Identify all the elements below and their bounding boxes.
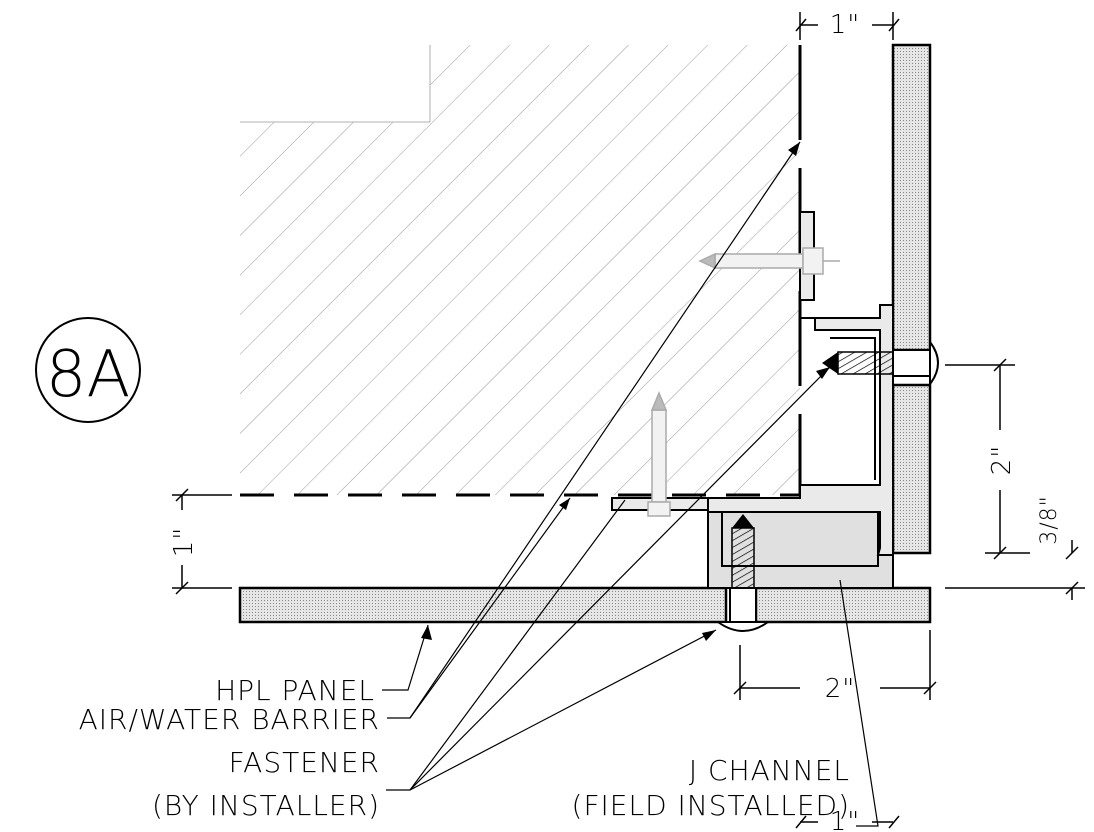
leader-arrowheads [421, 142, 830, 641]
dim-right: 2" [987, 445, 1017, 476]
fastener-screw-bottom [714, 514, 772, 632]
leader-lines [382, 141, 879, 827]
label-field-installed: (FIELD INSTALLED) [572, 789, 850, 822]
label-air-water-barrier: AIR/WATER BARRIER [79, 703, 380, 736]
label-by-installer: (BY INSTALLER) [152, 789, 380, 822]
dimension-lines [172, 12, 1085, 829]
substrate-wall [240, 45, 800, 495]
clip-screw-grey [647, 247, 840, 517]
dim-right-small: 3/8" [1037, 495, 1062, 545]
hpl-panel-vertical [891, 43, 932, 555]
fastener-screw-right [822, 339, 939, 387]
label-fastener: FASTENER [229, 746, 380, 779]
hpl-panel-horizontal [238, 586, 932, 624]
dim-left: 1" [169, 527, 199, 558]
dim-bottom-edge: 1" [830, 807, 861, 832]
detail-bubble: 8A [35, 317, 141, 423]
detail-id: 8A [46, 338, 131, 412]
label-j-channel: J CHANNEL [689, 754, 850, 787]
dim-bottom: 2" [825, 674, 856, 704]
label-hpl-panel: HPL PANEL [215, 674, 375, 707]
dim-top: 1" [830, 10, 861, 40]
air-water-barrier-line [240, 45, 802, 497]
